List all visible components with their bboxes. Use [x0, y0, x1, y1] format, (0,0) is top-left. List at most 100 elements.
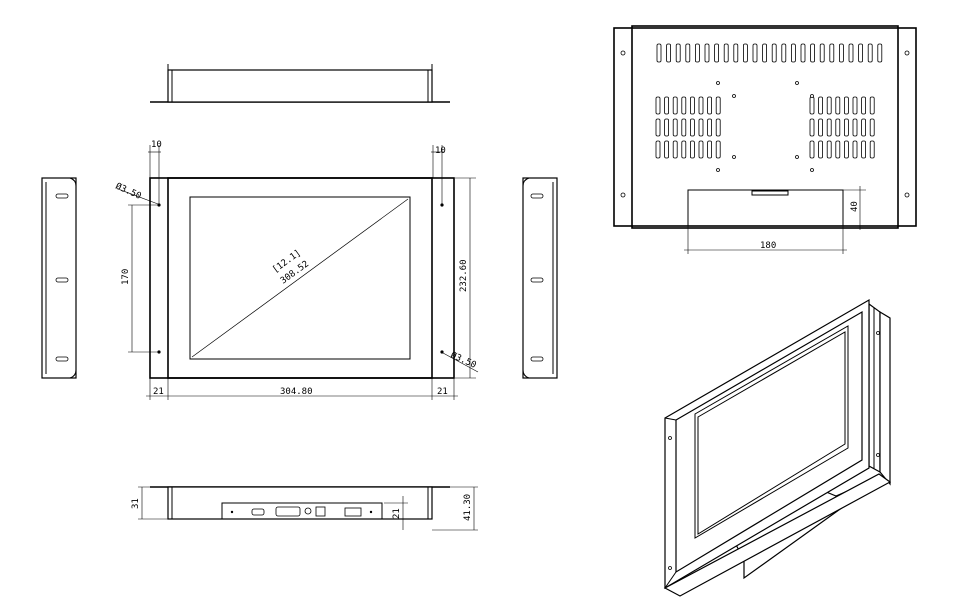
dim-hole-diameter-top: Ø3.50 [114, 181, 143, 202]
vent-slot [681, 96, 687, 115]
vent-slot [664, 96, 669, 115]
isometric-view [663, 298, 892, 597]
hdmi-port-icon [251, 508, 265, 516]
dim-bracket-left: 21 [153, 387, 164, 397]
dim-bracket-right: 21 [437, 387, 448, 397]
vent-slot [835, 140, 841, 159]
vent-slot [839, 43, 844, 63]
dim-top-margin-right: 10 [435, 146, 446, 156]
rear-view [613, 25, 917, 254]
vent-slot [690, 96, 695, 115]
vent-slot [707, 140, 712, 159]
vent-slot [656, 43, 662, 63]
dim-side-depth: 31 [131, 498, 141, 509]
vent-slot [826, 118, 832, 137]
vent-slot [861, 140, 866, 159]
vent-slot [844, 118, 849, 137]
vent-slot [675, 43, 681, 63]
dim-hole-spacing: 170 [121, 269, 131, 285]
dim-front-width: 304.80 [280, 387, 313, 397]
vent-slot [858, 43, 863, 63]
vent-slot [826, 140, 832, 159]
vent-slot [762, 43, 767, 63]
vent-slot [715, 140, 721, 159]
vent-slot [672, 96, 678, 115]
audio-jack-icon [304, 507, 312, 515]
left-side-view [41, 177, 77, 379]
vent-slot [869, 118, 875, 137]
vent-slot [714, 43, 719, 63]
switch-port-icon [344, 507, 362, 517]
vent-slot [826, 96, 832, 115]
dim-hole-diameter-bottom: Ø3.50 [449, 350, 478, 371]
vent-slot [867, 43, 873, 63]
vent-slot [664, 118, 669, 137]
vent-slot [681, 118, 687, 137]
vent-slot [835, 118, 841, 137]
vent-slot [723, 43, 729, 63]
vent-slot [869, 140, 875, 159]
dim-top-margin-left: 10 [151, 140, 162, 150]
vent-slot [781, 43, 787, 63]
vent-slot [861, 118, 866, 137]
vent-slot [672, 140, 678, 159]
bottom-view [138, 486, 478, 531]
vent-slot [848, 43, 854, 63]
vent-slot [695, 43, 700, 63]
mount-hole-bottom-left [157, 350, 161, 354]
vent-slot [698, 118, 704, 137]
vent-slot [655, 118, 661, 137]
vent-slot [704, 43, 710, 63]
dc-power-port-icon [315, 506, 326, 517]
vent-slot [819, 43, 825, 63]
vent-slot [818, 96, 823, 115]
vent-slot [690, 140, 695, 159]
vent-slot [800, 43, 806, 63]
top-view [150, 64, 450, 103]
vent-slot [869, 96, 875, 115]
mount-hole-bottom-right [440, 350, 444, 354]
vent-slot [844, 96, 849, 115]
vent-slot [666, 43, 671, 63]
vent-slot [672, 118, 678, 137]
vent-slot [655, 140, 661, 159]
vent-slot [752, 43, 758, 63]
vent-slot [681, 140, 687, 159]
vent-slot [698, 140, 704, 159]
vent-slot [733, 43, 739, 63]
vent-slot [852, 96, 858, 115]
vent-slot [829, 43, 835, 63]
dim-overall-height: 232.60 [459, 259, 469, 292]
vent-slot [818, 140, 823, 159]
vent-slot [852, 118, 858, 137]
vent-slot [809, 96, 815, 115]
vent-slot [715, 118, 721, 137]
vent-slot [809, 118, 815, 137]
vent-slot [690, 118, 695, 137]
vent-slot [715, 96, 721, 115]
vent-slot [698, 96, 704, 115]
vent-slot [655, 96, 661, 115]
vent-slot [707, 118, 712, 137]
vent-slot [685, 43, 691, 63]
right-side-view [522, 177, 558, 379]
vent-slot [852, 140, 858, 159]
vent-slot [707, 96, 712, 115]
vent-slot [664, 140, 669, 159]
dim-overall-depth: 41.30 [463, 494, 473, 521]
vent-slot [844, 140, 849, 159]
vent-slot [818, 118, 823, 137]
vent-slot [809, 140, 815, 159]
vent-slot [810, 43, 815, 63]
vent-slot [877, 43, 883, 63]
vent-slot [861, 96, 866, 115]
dim-io-depth: 21 [392, 508, 402, 519]
dim-io-panel-width: 180 [760, 241, 776, 251]
vent-slot [743, 43, 748, 63]
vent-slot [771, 43, 777, 63]
vent-slot [791, 43, 796, 63]
vga-port-icon [275, 506, 301, 517]
vent-slot [835, 96, 841, 115]
dim-io-panel-height: 40 [850, 201, 860, 212]
